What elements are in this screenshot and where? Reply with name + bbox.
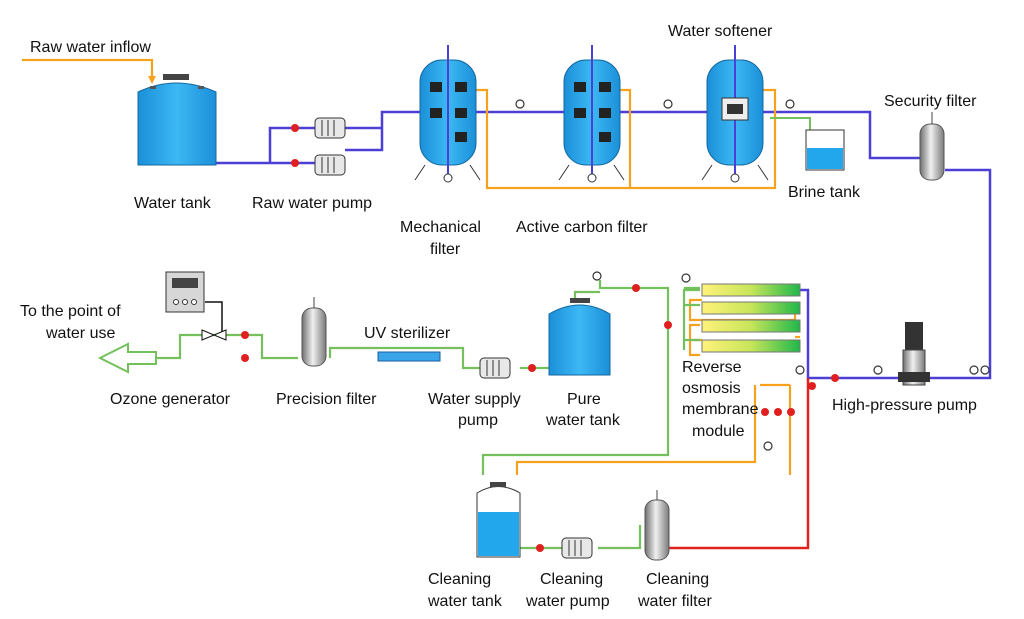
pressure-gauge-icon (785, 99, 795, 109)
label-point-of-use-1: To the point of (20, 303, 121, 320)
label-mechanical-filter: Mechanical (400, 219, 481, 236)
valve-icon[interactable] (528, 364, 536, 372)
pressure-gauge-icon (980, 365, 990, 375)
main-line-pipe (420, 110, 920, 160)
inflow-arrow-icon (148, 76, 156, 84)
valve-icon[interactable] (761, 408, 769, 416)
raw-water-pump-1 (314, 117, 346, 139)
tank-to-pump-pipe (215, 126, 320, 165)
label-ro-3: membrane (682, 401, 759, 418)
label-cleaning-tank-1: Cleaning (428, 571, 491, 588)
ro-membrane-module (701, 283, 801, 353)
label-uv-sterilizer: UV sterilizer (364, 325, 451, 342)
mech-backwash-pipe (460, 88, 777, 190)
valve-icon[interactable] (632, 284, 640, 292)
brine-tank (805, 129, 845, 171)
label-cleaning-pump-1: Cleaning (540, 571, 603, 588)
ro-product-pipe (481, 280, 700, 475)
brine-line-pipe (770, 117, 811, 132)
label-ozone-generator: Ozone generator (110, 391, 231, 408)
ozone-generator (165, 271, 205, 313)
label-mechanical-filter-2: filter (430, 241, 461, 258)
valve-icon[interactable] (808, 382, 816, 390)
pump-to-filters-pipe (345, 110, 420, 152)
label-cleaning-pump-2: water pump (525, 593, 610, 610)
product-line-pipe (573, 290, 600, 300)
uv-sterilizer (377, 351, 441, 362)
valve-icon[interactable] (291, 159, 299, 167)
water-tank (137, 74, 217, 166)
label-raw-water-pump: Raw water pump (252, 195, 372, 212)
security-filter (919, 112, 945, 181)
label-supply-pump-1: Water supply (428, 391, 521, 408)
raw-inflow-pipe (22, 58, 154, 80)
label-supply-pump-2: pump (458, 412, 498, 429)
label-pure-tank-2: water tank (545, 412, 621, 429)
active-carbon-filter (558, 45, 625, 183)
cleaning-water-pump (561, 537, 593, 559)
valve-icon[interactable] (774, 408, 782, 416)
cleaning-water-filter (644, 490, 670, 561)
water-softener (701, 45, 769, 183)
label-ro-1: Reverse (682, 359, 742, 376)
label-water-softener: Water softener (668, 23, 773, 40)
label-active-carbon-filter: Active carbon filter (516, 219, 648, 236)
pressure-gauge-icon (515, 99, 525, 109)
cleaning-return-pipe (668, 378, 810, 550)
pressure-gauge-icon (763, 441, 773, 451)
pressure-gauge-icon (663, 99, 673, 109)
label-point-of-use-2: water use (45, 325, 115, 342)
valve-icon[interactable] (831, 374, 839, 382)
security-to-hp-pipe (930, 168, 992, 380)
label-pure-tank-1: Pure (567, 391, 601, 408)
valve-icon[interactable] (291, 124, 299, 132)
outlet-arrow-icon (97, 342, 157, 374)
label-cleaning-filter-1: Cleaning (646, 571, 709, 588)
water-supply-pump (479, 357, 511, 379)
label-high-pressure-pump: High-pressure pump (832, 397, 977, 414)
pure-water-tank (548, 298, 611, 376)
label-cleaning-filter-2: water filter (637, 593, 712, 610)
raw-water-pump-2 (314, 154, 346, 176)
valve-icon[interactable] (787, 408, 795, 416)
pressure-gauge-icon (592, 271, 602, 281)
label-ro-4: module (692, 423, 745, 440)
pressure-gauge-icon (681, 273, 691, 283)
label-water-tank: Water tank (134, 195, 212, 212)
label-precision-filter: Precision filter (276, 391, 377, 408)
valve-icon[interactable] (536, 544, 544, 552)
valve-icon[interactable] (241, 354, 249, 362)
pressure-gauge-icon (873, 365, 883, 375)
check-valve-icon (212, 329, 227, 341)
label-brine-tank: Brine tank (788, 184, 861, 201)
ozone-pipe (205, 301, 223, 335)
label-cleaning-tank-2: water tank (427, 593, 503, 610)
mechanical-filter (414, 45, 481, 183)
pressure-gauge-icon (795, 365, 805, 375)
valve-icon[interactable] (241, 331, 249, 339)
check-valve-icon (201, 329, 216, 341)
label-ro-2: osmosis (682, 380, 741, 397)
cleaning-water-tank (476, 482, 521, 558)
high-pressure-pump (898, 322, 930, 386)
valve-icon[interactable] (664, 321, 672, 329)
hp-to-ro-pipe (800, 288, 900, 380)
label-security-filter: Security filter (884, 93, 977, 110)
label-raw-water-inflow: Raw water inflow (30, 39, 151, 56)
pressure-gauge-icon (969, 365, 979, 375)
precision-filter (301, 297, 327, 367)
